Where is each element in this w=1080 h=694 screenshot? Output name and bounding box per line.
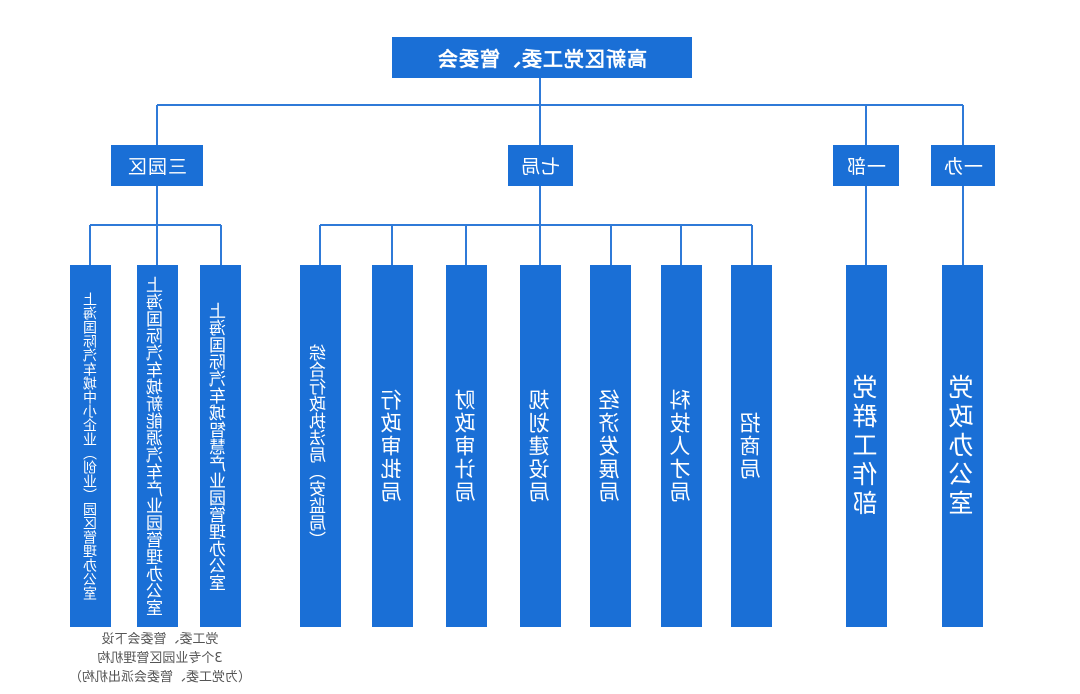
unit-label: 科技人才局: [669, 388, 693, 504]
unit-node-investment-bureau: 招商局: [731, 265, 772, 627]
unit-node-party-mass-dept: 党群工作部: [846, 265, 887, 627]
unit-node-economic-bureau: 经济发展局: [590, 265, 631, 627]
unit-label: 规划建设局: [528, 388, 552, 504]
root-label: 高新区党工委、管委会: [437, 47, 647, 71]
unit-label: 综合行政执法局（安监局）: [310, 344, 330, 548]
group-label: 一部: [845, 156, 886, 178]
root-node: 高新区党工委、管委会: [392, 37, 692, 78]
unit-label: 党群工作部: [852, 373, 881, 519]
footnote-line: （为党工委、管委会派出机构）: [69, 670, 252, 685]
group-label: 一办: [942, 156, 983, 178]
unit-node-sci-talent-bureau: 科技人才局: [661, 265, 702, 627]
unit-label: 财政审计局: [454, 388, 478, 504]
unit-node-sme-park: 上海国际汽车城中小企业（创业）园区管理办公室: [70, 265, 111, 627]
unit-node-party-office: 党政办公室: [942, 265, 983, 627]
unit-label: 上海国际汽车城智慧产业园管理办公室: [210, 301, 230, 591]
footnote-line: 3个专业园区管理机构: [97, 651, 223, 666]
unit-label: 上海国际汽车城新能源汽车产业园管理办公室: [147, 276, 167, 616]
unit-node-law-enforcement-bureau: 综合行政执法局（安监局）: [300, 265, 341, 627]
unit-label: 上海国际汽车城中小企业（创业）园区管理办公室: [82, 292, 99, 600]
group-node-qiju: 七局: [508, 145, 573, 186]
group-node-yibu: 一部: [833, 145, 899, 186]
unit-node-new-energy-park: 上海国际汽车城新能源汽车产业园管理办公室: [137, 265, 178, 627]
footnote: 党工委、管委会下设 3个专业园区管理机构 （为党工委、管委会派出机构）: [40, 630, 280, 687]
group-label: 七局: [520, 156, 561, 178]
group-label: 三园区: [126, 156, 187, 178]
unit-label: 招商局: [739, 411, 763, 481]
unit-label: 行政审批局: [380, 388, 404, 504]
unit-node-finance-audit-bureau: 财政审计局: [446, 265, 487, 627]
unit-label: 党政办公室: [948, 373, 977, 519]
unit-node-approval-bureau: 行政审批局: [372, 265, 413, 627]
footnote-line: 党工委、管委会下设: [101, 632, 219, 647]
unit-label: 经济发展局: [598, 388, 622, 504]
unit-node-smart-industry-park: 上海国际汽车城智慧产业园管理办公室: [200, 265, 241, 627]
group-node-sanyuan: 三园区: [111, 145, 203, 186]
group-node-yiban: 一办: [931, 145, 995, 186]
unit-node-planning-bureau: 规划建设局: [520, 265, 561, 627]
